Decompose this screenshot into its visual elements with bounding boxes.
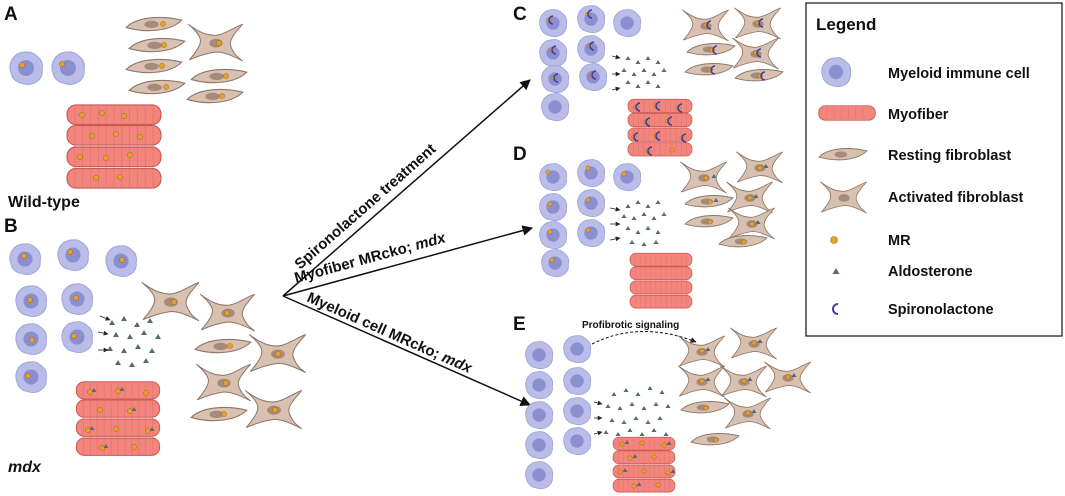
small-arrows-d	[609, 206, 621, 242]
legend-label-mr: MR	[888, 233, 911, 249]
aldosterone-on-fiber-b	[89, 387, 155, 448]
legend-box	[805, 2, 1063, 337]
mr-dot-icon	[830, 236, 838, 244]
aldosterone-cloud-c	[621, 56, 667, 88]
small-arrows-c	[611, 54, 621, 92]
mr-dots	[159, 21, 229, 99]
myeloid-cell-icon	[563, 427, 592, 456]
myeloid-cell-icon	[57, 239, 89, 271]
arrow-to-e	[282, 295, 531, 406]
activated-fibroblast-icon	[679, 161, 728, 194]
myeloid-cell-icon	[525, 431, 554, 460]
profibrotic-signaling-arrow	[591, 331, 697, 345]
activated-fibroblast-icon	[141, 281, 200, 322]
panel-letter-d: D	[513, 144, 527, 165]
legend-label-myofiber: Myofiber	[888, 107, 949, 123]
mr-dots-fibroblast-d	[703, 165, 763, 245]
myofiber-icon	[818, 105, 876, 121]
arrow-to-c	[282, 79, 531, 297]
legend-title: Legend	[816, 15, 876, 34]
small-arrows-b	[97, 315, 111, 353]
myeloid-cell-icon	[541, 249, 570, 278]
panel-d	[539, 151, 784, 309]
panel-c	[539, 5, 784, 157]
myeloid-cell-icon	[563, 367, 592, 396]
resting-fibroblast-icon	[190, 406, 248, 422]
legend: Legend Myeloid immune cell Myofiber Rest…	[805, 2, 1063, 337]
aldosterone-cloud-d	[621, 200, 667, 246]
aldosterone-on-fiber-e	[622, 440, 676, 486]
panel-caption-wild-type: Wild-type	[8, 194, 80, 211]
myeloid-cell-icon	[9, 243, 41, 275]
mr-dot-icon	[19, 62, 25, 68]
resting-fibroblast-icon	[128, 37, 186, 53]
panel-a	[9, 16, 248, 189]
panel-letter-e: E	[513, 314, 526, 335]
resting-fibroblast-icon	[186, 88, 244, 104]
legend-label-activated: Activated fibroblast	[888, 190, 1024, 206]
small-arrows-e	[593, 400, 603, 436]
myeloid-cell-icon	[541, 93, 570, 122]
myeloid-cell-icon	[613, 163, 642, 192]
arrow-to-d	[282, 225, 534, 297]
myeloid-cell-icon	[613, 9, 642, 38]
myeloid-cell-icon	[563, 335, 592, 364]
panel-caption-mdx: mdx	[8, 459, 42, 476]
resting-fibroblast-icon	[125, 58, 183, 74]
myeloid-cell-icon	[577, 159, 606, 188]
myeloid-cell-icon	[563, 397, 592, 426]
myeloid-cell-icon	[525, 401, 554, 430]
aldosterone-on-fibroblast-e	[705, 339, 797, 413]
myeloid-cell-icon	[525, 341, 554, 370]
activated-fibroblast-icon	[187, 23, 244, 62]
panel-b	[9, 239, 307, 456]
spironolactone-on-fibroblast-c	[706, 18, 766, 81]
label-myeloid-mrcko: Myeloid cell MRcko; mdx	[304, 289, 475, 377]
resting-fibroblast-icon	[125, 16, 183, 32]
mr-dots-myofiber-e	[617, 440, 671, 489]
myeloid-cell-icon	[61, 321, 93, 353]
aldosterone-cloud-e	[603, 386, 671, 436]
branch-arrows	[282, 79, 534, 406]
myeloid-cell-icon	[525, 461, 554, 490]
myeloid-cell-icon	[539, 221, 568, 250]
spironolactone-icon	[832, 303, 839, 315]
resting-fibroblast-icon	[190, 68, 248, 84]
mr-dots-myofiber	[77, 110, 143, 181]
myeloid-cell-icon	[15, 361, 47, 393]
panel-e: Profibrotic signaling	[525, 320, 812, 493]
mr-dots-myeloid-d	[545, 165, 627, 263]
legend-label-aldosterone: Aldosterone	[888, 264, 973, 280]
myeloid-cell-icon	[577, 189, 606, 218]
resting-fibroblast-icon	[194, 338, 252, 354]
myeloid-cell-icon	[821, 57, 851, 88]
legend-label-spironolactone: Spironolactone	[888, 302, 994, 318]
mr-dots-fibroblast-b	[171, 299, 281, 417]
myeloid-cell-icon	[539, 163, 568, 192]
spironolactone-on-fiber-c	[633, 101, 687, 156]
mr-dots-fibroblast-e	[699, 340, 791, 443]
aldosterone-cloud-b	[107, 316, 161, 367]
legend-label-myeloid: Myeloid immune cell	[888, 66, 1030, 82]
panel-letter-a: A	[4, 4, 18, 25]
aldosterone-on-fibroblast-d	[711, 164, 769, 224]
myeloid-cell-icon	[51, 51, 85, 85]
legend-label-resting: Resting fibroblast	[888, 148, 1011, 164]
myeloid-cell-icon	[9, 51, 43, 85]
panel-letter-b: B	[4, 216, 18, 237]
myeloid-cell-icon	[525, 371, 554, 400]
resting-fibroblast-icon	[128, 79, 186, 95]
mr-dot-icon	[59, 61, 65, 67]
myeloid-cell-icon	[577, 219, 606, 248]
spironolactone-icons-c	[548, 9, 597, 83]
mr-dots-myeloid-b	[21, 249, 125, 379]
myofiber-icon	[629, 252, 693, 309]
panel-letter-c: C	[513, 4, 527, 25]
profibrotic-signaling-label: Profibrotic signaling	[582, 320, 679, 331]
myeloid-cell-icon	[539, 193, 568, 222]
aldosterone-icon	[832, 268, 840, 274]
myeloid-cell-icon	[539, 9, 568, 38]
